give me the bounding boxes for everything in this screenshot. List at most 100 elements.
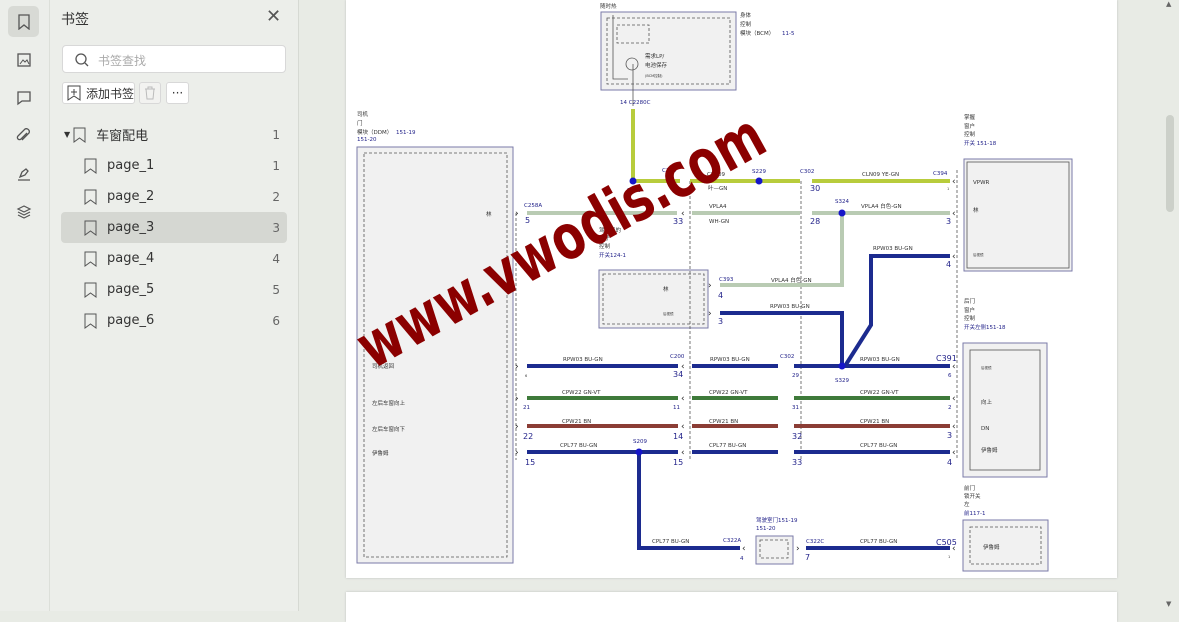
bookmark-panel-button[interactable]	[8, 6, 39, 37]
close-icon[interactable]: ✕	[266, 6, 282, 27]
label: 林	[486, 210, 492, 218]
svg-text:‹: ‹	[952, 448, 956, 458]
caret-down-icon[interactable]: ▼	[64, 130, 71, 139]
label: RPW03 BU-GN	[563, 357, 603, 363]
label: 33	[792, 458, 802, 467]
label: C302	[780, 354, 794, 360]
svg-text:‹: ‹	[742, 544, 746, 554]
svg-text:‹: ‹	[681, 422, 685, 432]
comment-panel-button[interactable]	[8, 82, 39, 113]
label: 11-5	[782, 31, 795, 37]
label: 30	[810, 184, 820, 193]
label: 开关 151-18	[964, 139, 997, 147]
splice-s329	[838, 362, 846, 370]
add-bookmark-label: 添加书签	[86, 86, 135, 101]
left-tool-rail	[0, 0, 50, 611]
label: 司机	[357, 110, 369, 118]
scroll-down-arrow[interactable]: ▼	[1166, 600, 1172, 608]
layers-panel-button[interactable]	[8, 196, 39, 227]
label: 控制	[964, 314, 976, 322]
svg-text:›: ›	[515, 394, 519, 404]
wiring-diagram: ››››››› ‹‹‹‹‹‹› ‹‹‹‹‹‹‹‹ 随时热 身体 控制 模块（BC…	[344, 2, 1073, 572]
label: 28	[810, 217, 820, 226]
label: CPW22 GN-VT	[562, 390, 601, 396]
driver-door-connector-box	[755, 535, 794, 565]
bookmark-icon	[17, 13, 30, 30]
label: 林	[973, 206, 979, 214]
next-page	[346, 592, 1117, 622]
bookmark-icon	[84, 282, 97, 298]
label: CLN09	[707, 172, 726, 178]
signature-panel-button[interactable]	[8, 158, 39, 189]
label: 14 C2280C	[620, 100, 651, 106]
scroll-up-arrow[interactable]: ▲	[1166, 0, 1172, 8]
label: 15	[673, 458, 683, 467]
svg-text:›: ›	[708, 281, 712, 291]
label: 后门	[964, 297, 975, 305]
more-options-button[interactable]: ···	[166, 82, 189, 104]
label: 身体	[740, 11, 752, 19]
label: 前门	[964, 484, 975, 492]
label: 151-20	[357, 137, 377, 143]
label: RPW03 BU-GN	[770, 304, 810, 310]
label: S229	[752, 169, 766, 175]
label: WH-GN	[709, 219, 729, 225]
bookmark-page: 2	[272, 189, 280, 204]
label: 左	[964, 500, 970, 508]
label: 31	[792, 405, 799, 411]
label: 左后车窗向上	[372, 399, 406, 407]
attachment-panel-button[interactable]	[8, 120, 39, 151]
label: CPL77 BU-GN	[709, 443, 746, 449]
splice-s324	[838, 209, 846, 217]
label: CLN09 YE-GN	[862, 172, 899, 178]
label: RPW03 BU-GN	[860, 357, 900, 363]
thumbnail-panel-button[interactable]	[8, 44, 39, 75]
label: 左后车窗向下	[372, 425, 406, 433]
label: 伊鲁姆	[983, 543, 1000, 551]
wire-rpw03-mirror	[720, 311, 844, 366]
label: CPW21 BN	[860, 419, 889, 425]
bookmark-page: 4	[272, 251, 280, 266]
label: VPLA4	[709, 204, 727, 210]
label: 开关124-1	[599, 251, 626, 259]
bookmark-search-input[interactable]: 书签查找	[62, 45, 286, 73]
bookmark-page: 6	[272, 313, 280, 328]
bcm-module-box	[600, 11, 737, 91]
diagram-labels: 随时热 身体 控制 模块（BCM） 11-5 需求LP/ 电池保存 (BCM控制…	[357, 2, 1006, 562]
label: CPL77 BU-GN	[860, 443, 897, 449]
vertical-scrollbar-thumb[interactable]	[1166, 115, 1174, 212]
delete-bookmark-button[interactable]	[139, 82, 161, 104]
label: S329	[835, 378, 849, 384]
svg-text:‹: ‹	[952, 394, 956, 404]
label: 29	[792, 373, 799, 379]
ddm-module-box	[356, 146, 514, 564]
splice-s220	[629, 177, 637, 185]
bookmark-page: 3	[272, 220, 280, 235]
label: 模块（DDM）	[357, 128, 392, 136]
add-bookmark-icon	[67, 85, 81, 101]
label: C220	[662, 168, 677, 174]
label: 后视镜	[663, 311, 674, 316]
label: VPLA4 白色-GN	[861, 202, 902, 210]
bookmark-icon	[73, 127, 86, 143]
label: C393	[719, 277, 734, 283]
bookmark-label: page_1	[107, 158, 155, 173]
label: 3	[947, 431, 952, 440]
label: 4	[947, 458, 952, 467]
label: 随时热	[600, 2, 617, 10]
mirror-switch-box	[598, 269, 709, 329]
label: C505	[936, 538, 957, 547]
layers-icon	[16, 204, 31, 219]
label: 4	[718, 291, 723, 300]
label: 门	[357, 119, 363, 127]
document-page: ››››››› ‹‹‹‹‹‹› ‹‹‹‹‹‹‹‹ 随时热 身体 控制 模块（BC…	[344, 0, 1117, 578]
add-bookmark-button[interactable]: 添加书签	[62, 82, 135, 104]
